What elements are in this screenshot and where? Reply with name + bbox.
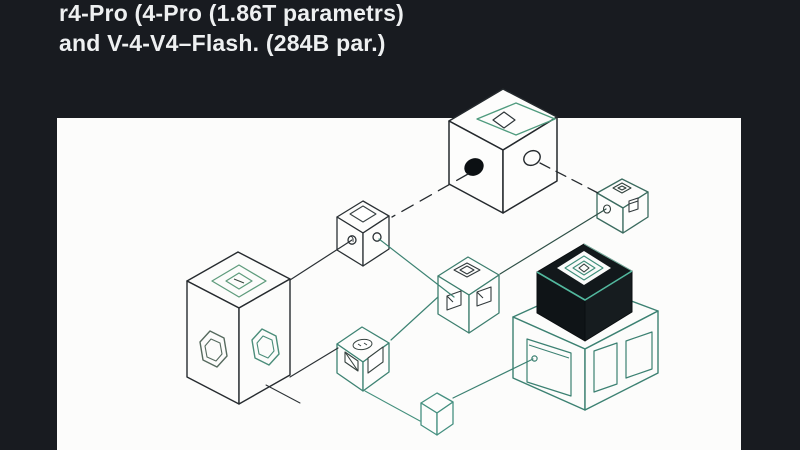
- header-line-1: r4-Pro (4-Pro (1.86T parametrs): [59, 0, 404, 26]
- connections: [265, 162, 607, 422]
- edge-cube-e-to-box-right: [452, 358, 534, 399]
- door-handle: [531, 355, 538, 362]
- edge-stub-box-left: [265, 384, 301, 404]
- edge-cube-d-to-cube-e: [364, 390, 421, 422]
- small-cube-c: [596, 178, 649, 234]
- header-line-2: and V-4-V4–Flash. (284B par.): [59, 30, 386, 56]
- open-box-right-icon: [476, 286, 492, 307]
- edge-cube-b-to-cube-c: [499, 208, 607, 275]
- small-cube-a: [336, 200, 390, 267]
- edge-dashed-top-cube-to-cube-c: [539, 162, 599, 194]
- oval-top-icon: [352, 338, 373, 351]
- port-dot-left: [602, 204, 612, 214]
- large-box-left: [186, 251, 291, 405]
- open-box-left-icon: [446, 290, 462, 311]
- square-top-icon: [612, 182, 632, 194]
- window-left-icon: [344, 351, 359, 372]
- small-cube-e: [420, 392, 454, 436]
- port-ring: [523, 149, 541, 167]
- large-cube-top: [448, 88, 558, 214]
- diamond-top-icon: [211, 264, 267, 298]
- edge-cube-b-to-cube-d: [390, 296, 439, 341]
- package-top-icon: [453, 262, 481, 278]
- door-icon: [526, 338, 572, 397]
- header: r4-Pro (4-Pro (1.86T parametrs) and V-4-…: [59, 0, 404, 58]
- window-icon: [593, 342, 618, 393]
- diamond-top-icon: [349, 205, 377, 223]
- teal-edge-highlight: [536, 270, 633, 301]
- chip-top-icon: [557, 251, 611, 285]
- small-cube-d: [336, 326, 390, 392]
- edge-dashed-top-cube-to-cube-a: [391, 173, 469, 218]
- hexagon-left-icon: [199, 330, 228, 368]
- box-right-icon: [628, 197, 639, 213]
- hexagon-right-icon: [251, 328, 280, 366]
- black-cube: [536, 243, 633, 342]
- window-right-icon: [367, 346, 384, 374]
- black-port-dot: [464, 158, 484, 176]
- edge-box-left-to-cube-d: [289, 347, 339, 378]
- window-icon: [625, 331, 653, 379]
- edge-box-left-to-cube-a: [289, 239, 353, 281]
- diagram-canvas: [57, 118, 741, 450]
- diamond-top-icon: [476, 102, 556, 136]
- edge-cube-a-to-cube-b: [378, 238, 455, 298]
